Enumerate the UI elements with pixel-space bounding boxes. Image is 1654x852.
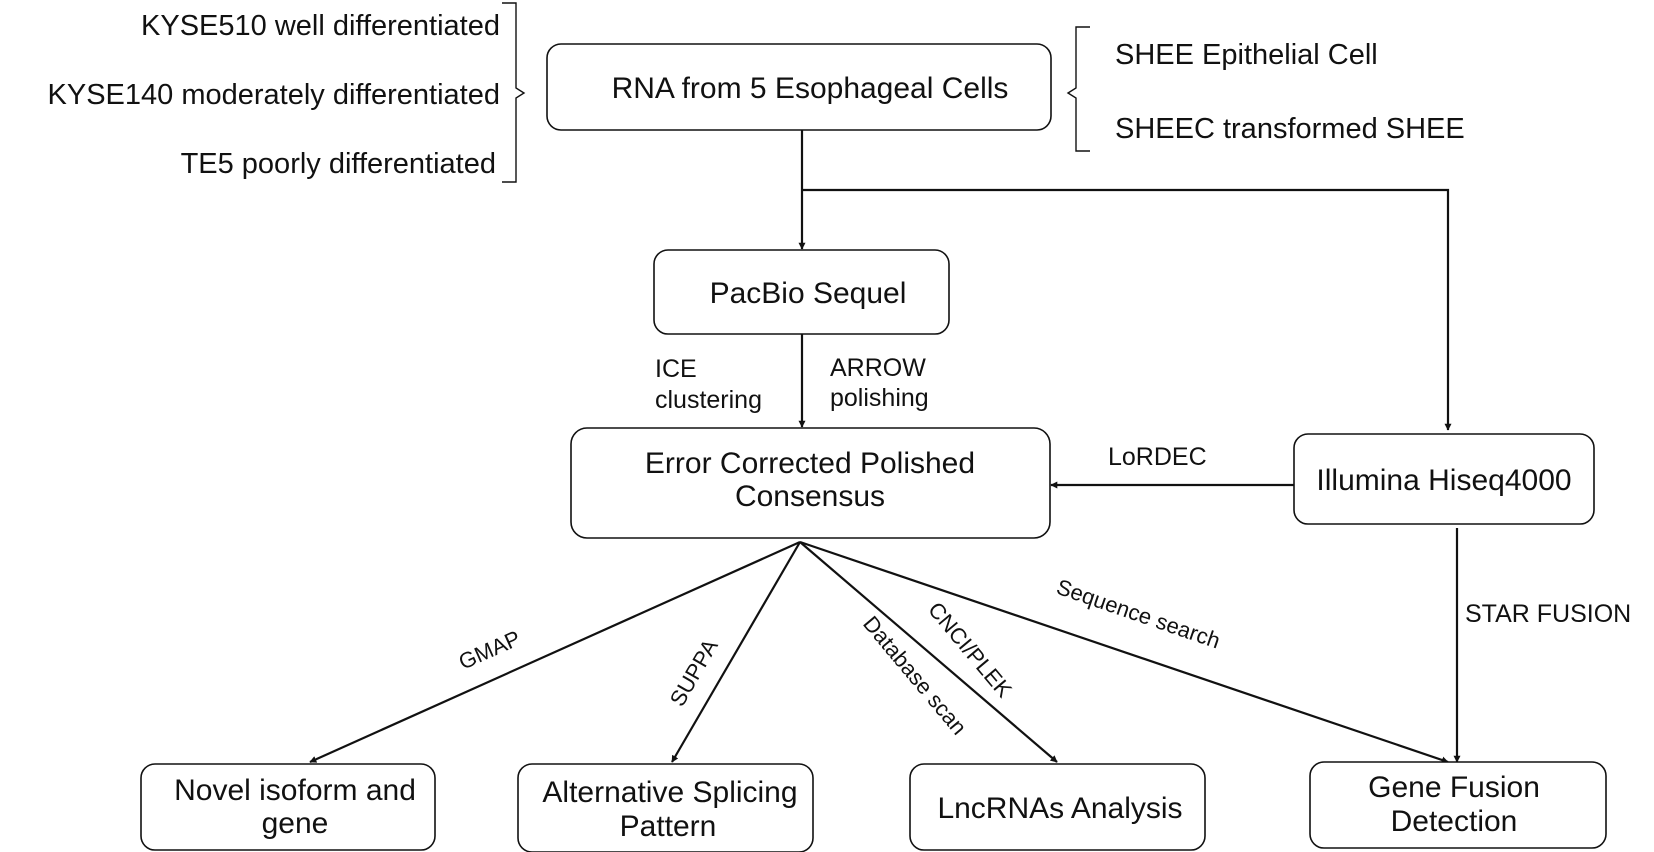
edge-suppa — [671, 541, 801, 763]
novel-isoform-label-2: gene — [262, 807, 329, 840]
consensus-label-1: Error Corrected Polished — [645, 447, 975, 480]
gene-fusion-label-2: Detection — [1391, 805, 1518, 838]
right-sample-1: SHEE Epithelial Cell — [1115, 39, 1378, 71]
lordec-label: LoRDEC — [1108, 443, 1207, 471]
rna-source-label: RNA from 5 Esophageal Cells — [612, 72, 1009, 105]
novel-isoform-box — [140, 763, 436, 851]
arrow-polishing-label-1: ARROW — [830, 354, 926, 382]
edge-cnci-plek — [799, 541, 1058, 763]
star-fusion-label: STAR FUSION — [1465, 600, 1631, 628]
lncrna-box — [909, 763, 1206, 851]
right-sample-2: SHEEC transformed SHEE — [1115, 113, 1465, 145]
left-bracket — [502, 2, 526, 183]
lncrna-label: LncRNAs Analysis — [937, 792, 1182, 825]
consensus-label-2: Consensus — [735, 480, 885, 513]
arrow-polishing-label-2: polishing — [830, 384, 929, 412]
alt-splicing-label-1: Alternative Splicing — [542, 776, 797, 809]
illumina-label: Illumina Hiseq4000 — [1316, 464, 1571, 497]
gene-fusion-box — [1309, 761, 1607, 849]
right-bracket — [1066, 26, 1090, 152]
left-sample-2: KYSE140 moderately differentiated — [48, 79, 500, 111]
sequence-search-label: Sequence search — [1053, 574, 1223, 653]
pacbio-label: PacBio Sequel — [710, 277, 907, 310]
novel-isoform-label-1: Novel isoform and — [174, 774, 416, 807]
alt-splicing-box — [517, 763, 814, 852]
gene-fusion-label-1: Gene Fusion — [1368, 771, 1540, 804]
left-sample-3: TE5 poorly differentiated — [181, 148, 496, 180]
edge-gmap — [309, 540, 801, 764]
ice-clustering-label-2: clustering — [655, 386, 762, 414]
gmap-label: GMAP — [455, 625, 524, 674]
consensus-box — [570, 427, 1051, 539]
suppa-label: SUPPA — [665, 635, 723, 711]
illumina-box — [1293, 433, 1595, 525]
edge-rna-to-illumina — [802, 188, 1452, 431]
ice-clustering-label-1: ICE — [655, 355, 697, 383]
rna-source-box — [546, 43, 1052, 131]
edge-sequence-search — [799, 540, 1449, 764]
left-sample-1: KYSE510 well differentiated — [141, 10, 500, 42]
alt-splicing-label-2: Pattern — [620, 810, 717, 843]
